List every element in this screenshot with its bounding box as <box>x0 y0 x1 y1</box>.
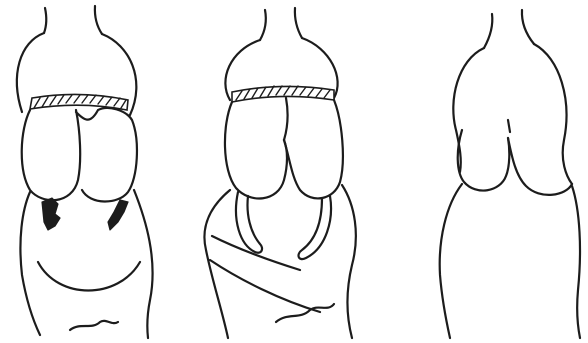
panel-1-abdominal-fold <box>38 262 140 291</box>
panel-3-neck <box>522 10 534 44</box>
panel-2-torso-outline <box>342 185 356 338</box>
panel-3-torso-outline <box>534 44 572 184</box>
panel-2-neck <box>295 8 302 38</box>
panel-3 <box>440 10 580 338</box>
panel-1 <box>17 6 153 338</box>
panel-2-diagonal-fold <box>210 260 320 312</box>
panel-1-left-mark <box>42 198 60 230</box>
panel-2-right-fold <box>299 196 331 259</box>
panel-3-breast-left <box>458 130 510 191</box>
panel-1-breast-left <box>22 110 80 200</box>
panel-2-left-fold <box>236 192 262 253</box>
panel-1-torso-outline <box>134 190 153 338</box>
panel-2 <box>204 8 355 338</box>
panel-2-midline <box>284 98 288 140</box>
panel-1-torso-outline <box>20 192 40 335</box>
panel-3-torso-outline <box>440 184 462 338</box>
panel-1-breast-right <box>76 108 137 201</box>
panel-1-neck <box>44 8 46 33</box>
panel-3-torso-outline <box>572 186 580 338</box>
panel-1-right-mark <box>108 200 128 230</box>
panel-1-lower-fold <box>70 321 118 330</box>
panel-2-breast-left <box>225 102 287 198</box>
panel-2-neck <box>260 10 266 40</box>
panel-3-midline <box>508 120 510 132</box>
panel-3-neck <box>484 14 492 48</box>
panel-1-neck <box>95 6 102 34</box>
panel-2-breast-right <box>284 100 343 198</box>
